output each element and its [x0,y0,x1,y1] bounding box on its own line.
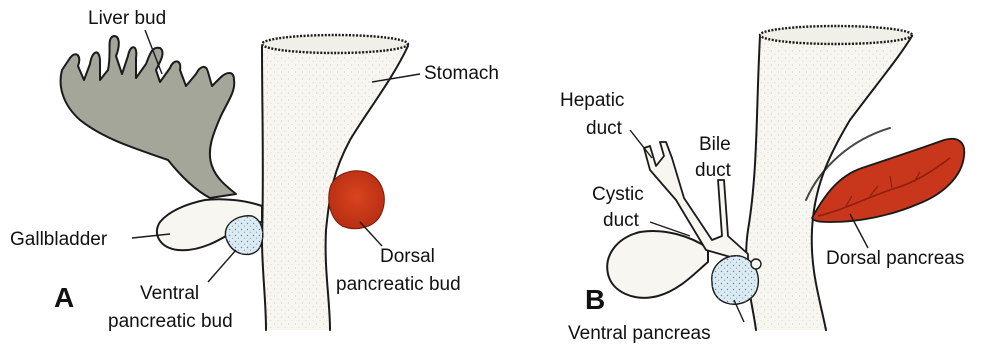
gallbladder-b-shape [607,231,708,298]
panel-b-letter: B [585,284,605,315]
hepatic-duct-leader [630,130,652,158]
gallbladder-label: Gallbladder [10,229,108,250]
cystic-duct-label-line1: Cystic [592,184,644,205]
panel-a-letter: A [54,282,74,313]
panel-a: Liver bud Stomach Gallbladder Ventral pa… [10,8,499,332]
hepatic-duct-label-line1: Hepatic [560,90,624,111]
dorsal-pancreas-shape [812,139,964,222]
ventral-pancreatic-bud-shape [225,216,262,255]
cystic-duct-label-line2: duct [603,210,640,231]
ventral-bud-label-line1: Ventral [140,283,199,304]
dorsal-bud-label-line1: Dorsal [380,246,435,267]
hepatic-duct-label-line2: duct [586,118,623,139]
ventral-pancreas-label: Ventral pancreas [568,323,711,344]
bile-duct-label-line1: Bile [699,134,731,155]
dorsal-bud-leader [360,222,382,246]
liver-bud-shape [61,36,236,198]
ventral-bud-leader [208,250,236,282]
dorsal-bud-label-line2: pancreatic bud [336,274,461,295]
dorsal-pancreas-label: Dorsal pancreas [826,248,964,269]
bile-duct-label-line2: duct [695,160,732,181]
stomach-label: Stomach [424,63,499,84]
dorsal-pancreatic-bud-shape [329,171,385,229]
ventral-bud-label-line2: pancreatic bud [108,311,233,332]
liver-bud-label: Liver bud [88,8,166,29]
panel-b: Hepatic duct Bile duct Cystic duct Dorsa… [560,26,964,344]
